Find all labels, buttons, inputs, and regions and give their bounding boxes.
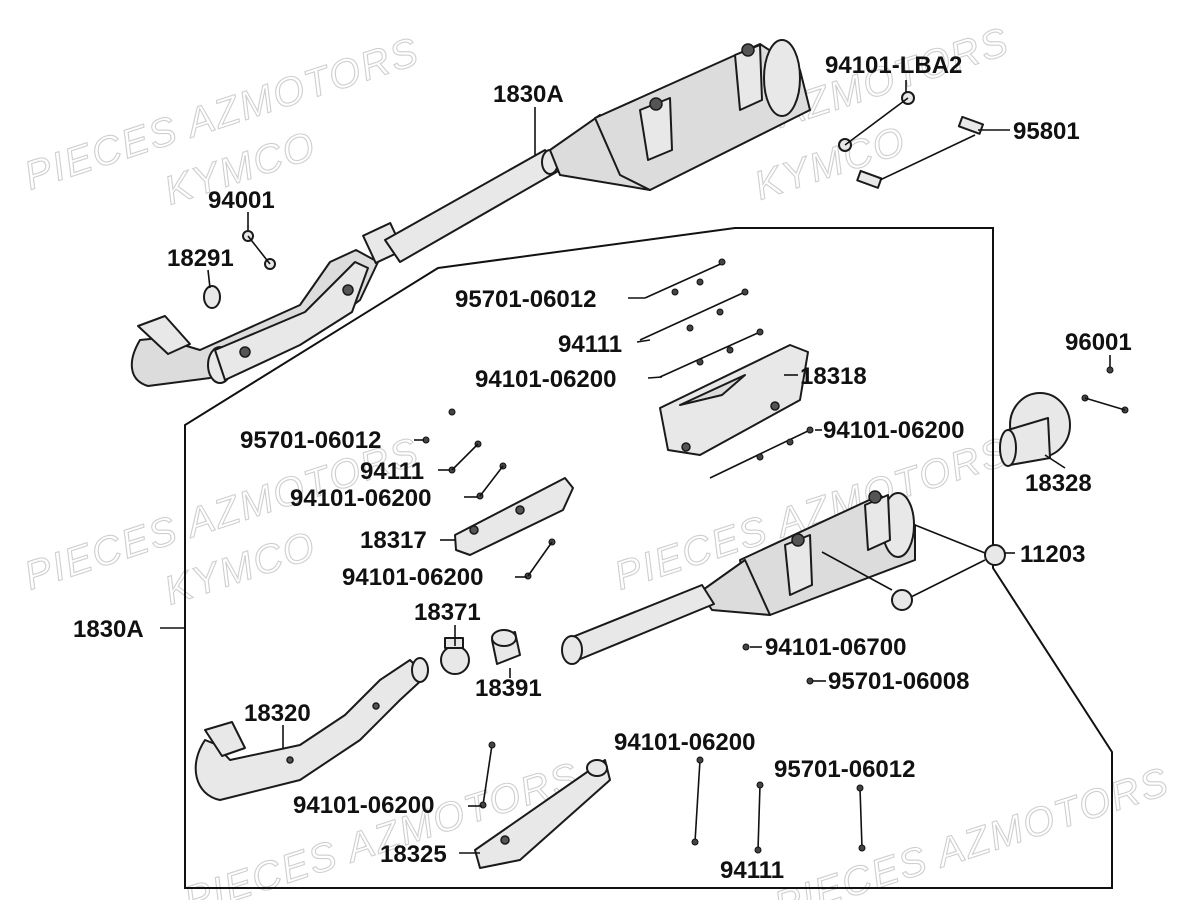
bracket-bolt: [649, 97, 663, 111]
part-label: 18328: [1025, 470, 1092, 497]
mid-pipe-assembled: [384, 149, 561, 263]
part-label: 95701-06008: [828, 668, 969, 695]
part-label: 94101-06200: [475, 366, 616, 393]
rubber-damper-11203: [984, 544, 1006, 566]
silencer-inlet-opening: [561, 635, 583, 665]
heat-shield-assembled: [214, 261, 369, 381]
part-label: 95801: [1013, 118, 1080, 145]
part-label: 18391: [475, 675, 542, 702]
bolt-hole: [515, 505, 525, 515]
part-labels: 1830A 94101-LBA2 95801 94001 18291 95701…: [73, 52, 1132, 884]
bolt-hole: [681, 442, 691, 452]
header-flange-assembled: [137, 315, 191, 355]
part-label: 18325: [380, 841, 447, 868]
bolt-hole: [770, 401, 780, 411]
part-label: 96001: [1065, 329, 1132, 356]
part-label: 18291: [167, 245, 234, 272]
bracket-bolt: [791, 533, 805, 547]
part-label: 18318: [800, 363, 867, 390]
lower-fasteners: [479, 643, 866, 854]
part-label: 18317: [360, 527, 427, 554]
part-label: 11203: [1020, 541, 1085, 568]
part-label: 94111: [558, 331, 622, 358]
bracket-bolt: [741, 43, 755, 57]
assembled-exhaust: [130, 39, 811, 387]
part-label: 94001: [208, 187, 275, 214]
header-flange-18320: [204, 721, 246, 757]
exhaust-clamp-18371: [440, 645, 470, 675]
part-label: 94101-06200: [290, 485, 431, 512]
bolt-hole: [469, 525, 479, 535]
part-label: 95701-06012: [774, 756, 915, 783]
part-label: 1830A: [73, 616, 144, 643]
pipe-clip-icon: [203, 285, 221, 309]
clamp-bolt: [444, 637, 464, 649]
gasket-opening: [491, 629, 517, 647]
part-label: 18371: [414, 599, 481, 626]
bolt-hole: [286, 756, 294, 764]
part-label: 94111: [720, 857, 784, 884]
part-label: 95701-06012: [455, 286, 596, 313]
part-label: 94101-06200: [342, 564, 483, 591]
part-label: 1830A: [493, 81, 564, 108]
heat-shield-slot: [679, 374, 746, 406]
bracket-bolt: [868, 490, 882, 504]
bolt-hole: [342, 284, 354, 296]
top-hardware: [203, 91, 984, 309]
part-label: 94111: [360, 458, 424, 485]
part-label: 95701-06012: [240, 427, 381, 454]
bolt-icon: [856, 169, 883, 189]
header-outlet-18320: [411, 657, 429, 683]
leader-lines: [160, 80, 1111, 854]
silencer-inlet-pipe: [564, 584, 715, 661]
bolt-hole: [372, 702, 380, 710]
heat-shield-opening: [586, 759, 608, 777]
rubber-damper-11203: [891, 589, 913, 611]
part-label: 94101-06700: [765, 634, 906, 661]
bolt-hole: [239, 346, 251, 358]
part-label: 94101-06200: [823, 417, 964, 444]
part-label: 94101-06200: [614, 729, 755, 756]
bolt-hole: [500, 835, 510, 845]
part-label: 94101-06200: [293, 792, 434, 819]
end-tip-opening: [999, 429, 1017, 467]
header-pipe-assembled: [130, 249, 379, 387]
part-label: 18320: [244, 700, 311, 727]
bolt-icon: [957, 115, 984, 135]
header-pipe-18320: [194, 659, 427, 801]
fastener-chains: [422, 258, 1129, 580]
exploded-view-frame: [184, 227, 1113, 889]
heat-shield-18317: [454, 477, 574, 556]
part-label: 94101-LBA2: [825, 52, 962, 79]
heat-shield-18318: [659, 344, 809, 456]
silencer-end-cap-assembled: [763, 39, 801, 117]
